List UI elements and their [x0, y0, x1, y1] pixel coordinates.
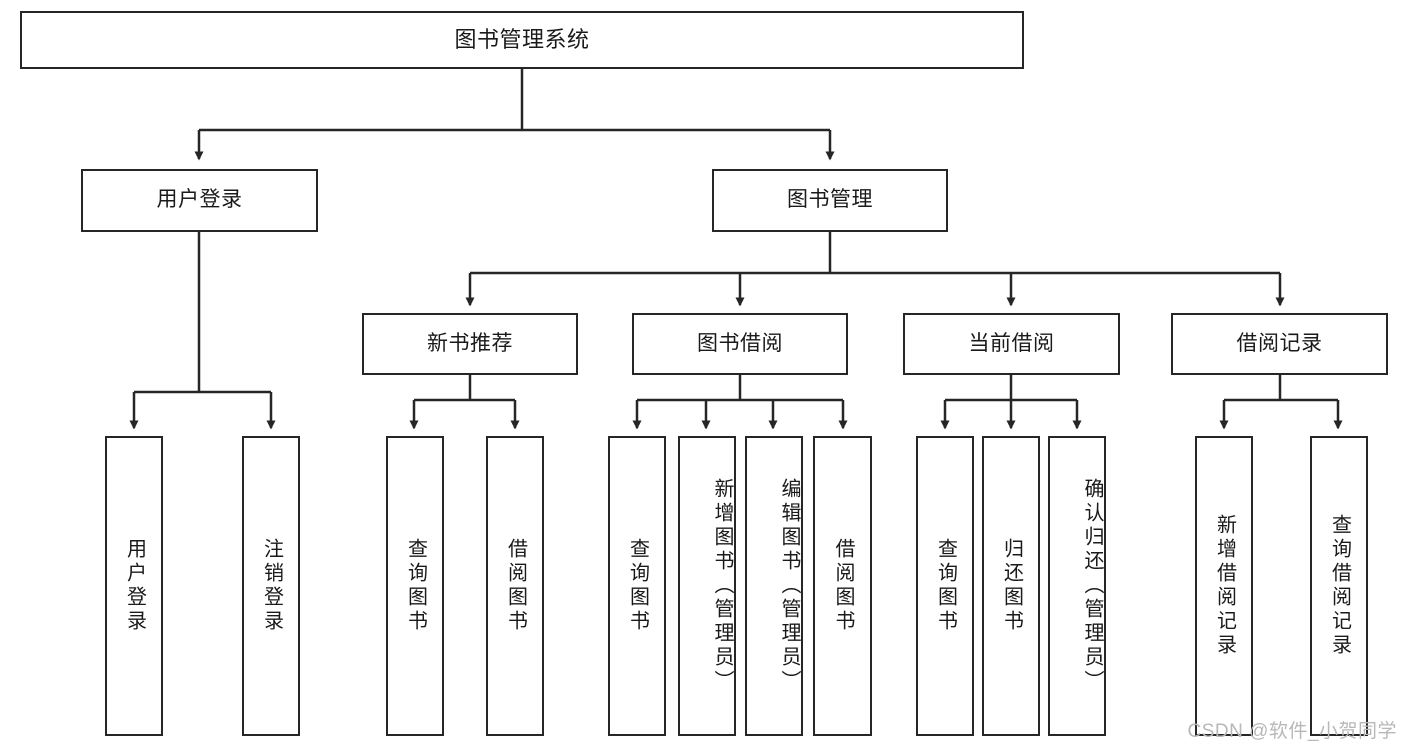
node-leaf-return-book[interactable]: 归还图书: [982, 436, 1040, 736]
node-label: 注销登录: [260, 538, 283, 634]
node-leaf-query-book-3[interactable]: 查询图书: [916, 436, 974, 736]
node-book-management[interactable]: 图书管理: [712, 169, 948, 232]
node-label: 用户登录: [123, 538, 146, 634]
node-label: 查询图书: [626, 538, 649, 634]
node-leaf-confirm-return[interactable]: 确认归还（管理员）: [1048, 436, 1106, 736]
node-leaf-query-record[interactable]: 查询借阅记录: [1310, 436, 1368, 736]
node-borrow-record[interactable]: 借阅记录: [1171, 313, 1388, 375]
node-leaf-user-login[interactable]: 用户登录: [105, 436, 163, 736]
node-label: 图书借阅: [697, 331, 783, 355]
node-label: 编辑图书（管理员）: [778, 478, 800, 694]
node-current-borrow[interactable]: 当前借阅: [903, 313, 1120, 375]
node-label: 借阅图书: [832, 538, 854, 634]
node-label: 确认归还（管理员）: [1081, 478, 1103, 694]
node-label: 新书推荐: [427, 331, 513, 355]
node-leaf-add-book[interactable]: 新增图书（管理员）: [678, 436, 736, 736]
csdn-watermark: CSDN @软件_小贺同学: [1187, 721, 1397, 742]
node-label: 查询图书: [934, 538, 957, 634]
node-leaf-user-logout[interactable]: 注销登录: [242, 436, 300, 736]
node-label: 查询图书: [404, 538, 427, 634]
node-label: 图书管理: [787, 188, 873, 212]
node-leaf-add-record[interactable]: 新增借阅记录: [1195, 436, 1253, 736]
node-new-book-recommend[interactable]: 新书推荐: [362, 313, 578, 375]
node-book-management-system[interactable]: 图书管理系统: [20, 11, 1024, 69]
node-label: 借阅图书: [504, 538, 527, 634]
node-label: 当前借阅: [968, 331, 1055, 355]
node-user-login[interactable]: 用户登录: [81, 169, 318, 232]
node-leaf-query-book-1[interactable]: 查询图书: [386, 436, 444, 736]
node-leaf-borrow-book-2[interactable]: 借阅图书: [813, 436, 872, 736]
node-label: 查询借阅记录: [1328, 514, 1351, 658]
node-leaf-query-book-2[interactable]: 查询图书: [608, 436, 666, 736]
node-label: 归还图书: [1000, 538, 1023, 634]
node-label: 借阅记录: [1236, 331, 1323, 355]
node-book-borrow[interactable]: 图书借阅: [632, 313, 848, 375]
node-leaf-edit-book[interactable]: 编辑图书（管理员）: [745, 436, 803, 736]
node-leaf-borrow-book-1[interactable]: 借阅图书: [486, 436, 544, 736]
node-label: 图书管理系统: [454, 27, 590, 53]
node-label: 用户登录: [156, 188, 243, 212]
node-label: 新增借阅记录: [1213, 514, 1236, 658]
node-label: 新增图书（管理员）: [711, 478, 733, 694]
